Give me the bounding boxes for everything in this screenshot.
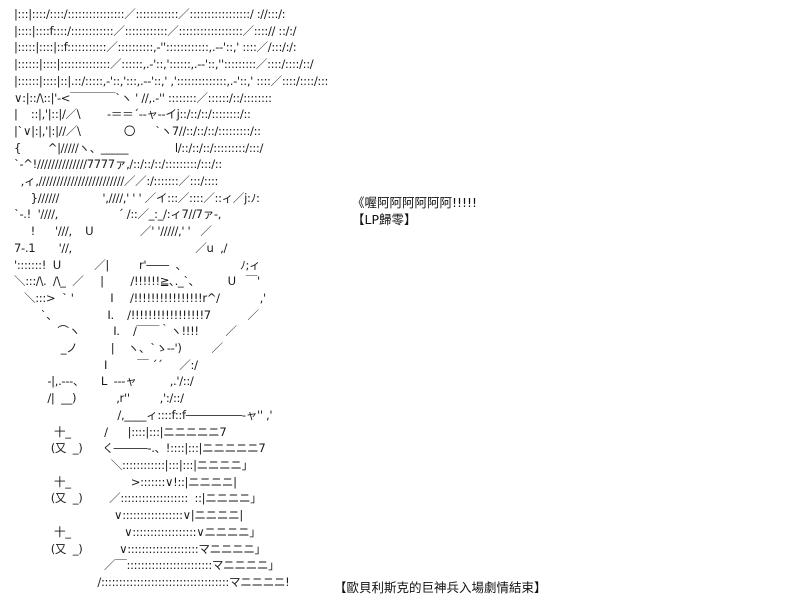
exclamation-caption: 《喔阿阿阿阿阿阿!!!!! — [352, 195, 478, 210]
ascii-art-line: | ::|,'|::|/／\ ‐＝＝´‐‐ャ‐‐イj::/::/::/:::::… — [14, 107, 251, 122]
scene-end-caption: 【歐貝利斯克的巨神兵入場劇情結束】 — [334, 580, 547, 595]
ascii-art-line: `‐^!//////////////7777ァ,/::/::/::/::::::… — [14, 157, 222, 172]
ascii-art-line: (又 _) ∨::::::::::::::::::::マニニニニ」 — [14, 541, 266, 556]
ascii-art-line: }////// ',////,' ' ' ／イ:::／::::／::ィ／j:ﾉ: — [14, 190, 260, 205]
ascii-art-line: ＼:::> ` ' I /!!!!!!!!!!!!!!!!r^/ ,' — [14, 290, 266, 305]
ascii-art-line: 十_ ∨::::::::::::::::::∨ニニニニ」 — [14, 524, 261, 539]
ascii-art-line: ／￣::::::::::::::::::::::::マニニニニ」 — [14, 558, 280, 573]
ascii-art-line: /| __) ,r'' ,':/::/ — [14, 391, 184, 406]
ascii-art-line: { ^|/////ヽ、_____ l/::/::/::/:::::::::/::… — [14, 140, 264, 155]
ascii-art-line: (又 _) ／::::::::::::::::::: ::|ニニニニ」 — [14, 491, 262, 506]
ascii-art-line: ':::::::! U ／| r'―― 、 ﾉ;ィ — [14, 257, 261, 272]
ascii-art-line: ∨:::::::::::::::::∨|ニニニニ| — [14, 508, 243, 523]
ascii-art-line: `、 I. /!!!!!!!!!!!!!!!!!7 ／ — [14, 307, 259, 322]
ascii-art-line: |`∨|:|,'|:|//／\ 〇 `ヽ7//::/::/::/::::::::… — [14, 123, 261, 138]
ascii-art-line: ! '///, U ／' '/////,' ' ／ — [14, 224, 212, 239]
ascii-art-line: |:::::|::::|::f:::::::::::／::::::::::,-'… — [14, 40, 297, 55]
ascii-art-line: ⌒ヽ I. /￣￣｀ヽ!!!! ／ — [14, 324, 237, 339]
ascii-art-line: |::::::|::::|::|.::/:::::,-'::,':::,.--'… — [14, 73, 329, 88]
ascii-art-line: 十_ / |::::|:::|ニニニニニ7 — [14, 424, 227, 439]
ascii-art-line: ＼:::/\. /\_ ／ | /!!!!!!≧､._`､ U ￣' — [14, 274, 260, 289]
ascii-art-line: I ￣ ´´ ／:/ — [14, 357, 198, 372]
ascii-art-line: _ノ | ヽ、`ゝ‐‐') ／ — [14, 341, 223, 356]
ascii-art-line: ,ィ,////////////////////////／／:/:::::::／:… — [14, 174, 219, 189]
ascii-art-line: ∨:|::/\::|'‐<￣￣￣￣`ヽ ' //,.-'' ::::::::／:… — [14, 90, 272, 105]
ascii-art-line: /,____ィ::::f::f―――――‐ャ'' ,' — [14, 407, 273, 422]
ascii-art-line: |::::|::::f::::/::::::::::::／:::::::::::… — [14, 23, 297, 38]
lp-zero-caption: 【LP歸零】 — [352, 212, 417, 227]
ascii-art-line: ＼::::::::::::|:::|:::|ニニニニ」 — [14, 457, 254, 472]
ascii-art-line: 十_ >:::::::∨!::|ニニニニ| — [14, 474, 237, 489]
ascii-art-line: |:::|::::/::::/::::::::::::::::／::::::::… — [14, 7, 286, 21]
ascii-art-line: `‐.! '////, ´ /::／_:_/:ィ7//7ァ-, — [14, 207, 222, 222]
ascii-art-line: |::::::|::::|::::::::::::::／::::::,.-'::… — [14, 57, 314, 72]
ascii-art-line: 7‐.1 '//, ／u ,/ — [14, 240, 228, 255]
ascii-art-line: /::::::::::::::::::::::::::::::::::::マニニ… — [14, 574, 290, 589]
ascii-art-line: (又 _) く―――‐.、!::::|:::|ニニニニニ7 — [14, 441, 266, 456]
ascii-art-figure: |:::|::::/::::/::::::::::::::::／::::::::… — [14, 6, 328, 591]
ascii-art-line: ‐|,.‐‐‐、 L ‐‐‐ャ ,.'/::/ — [14, 374, 194, 389]
